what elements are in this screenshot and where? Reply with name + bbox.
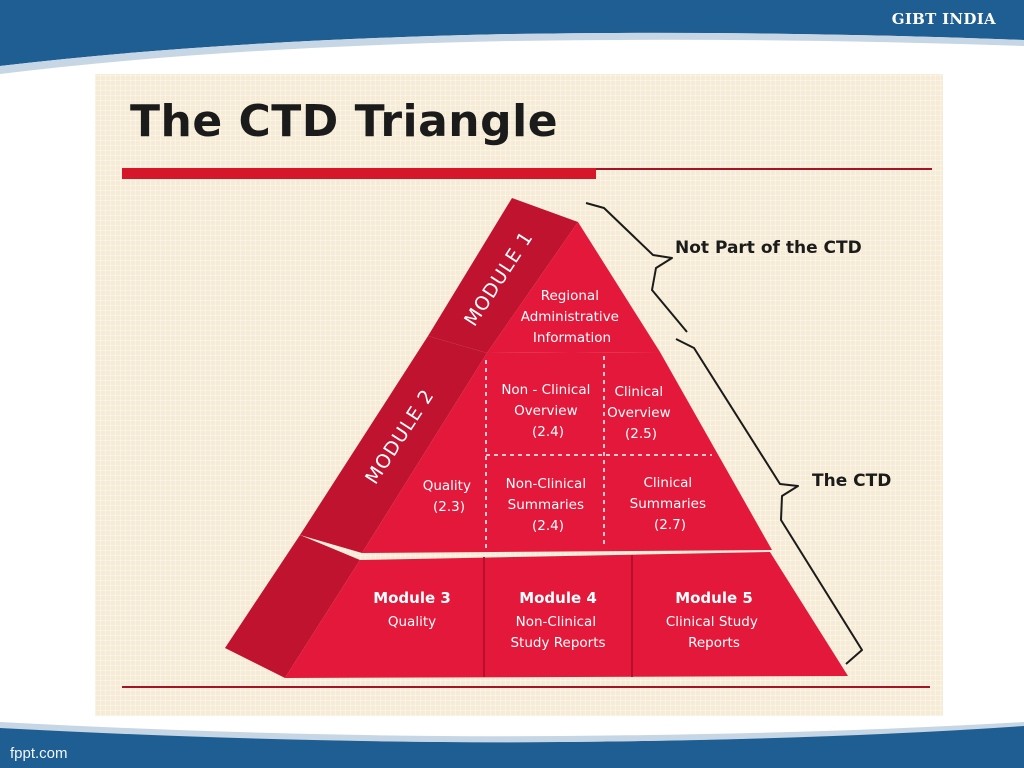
nonclinical-overview-label: Non - Clinical Overview (2.4) (501, 382, 594, 440)
module5-title: Module 5 (675, 589, 753, 607)
title-underline-thin (596, 168, 932, 170)
co-line: Overview (607, 405, 671, 421)
header-band (0, 0, 1024, 74)
quality-2-3-label: Quality (2.3) (423, 478, 476, 515)
module5-content: Clinical Study Reports (666, 614, 762, 651)
module3-line: Quality (388, 614, 436, 630)
middle-tier-face (362, 352, 772, 553)
co-line: (2.5) (625, 426, 657, 442)
top-tier-face (487, 222, 660, 353)
footer-band (0, 722, 1024, 768)
quality-line: Quality (423, 478, 471, 494)
module5-line: Clinical Study (666, 614, 758, 630)
module1-line: Administrative (521, 309, 619, 325)
module4-content: Non-Clinical Study Reports (510, 614, 605, 651)
nco-line: Non - Clinical (501, 382, 590, 398)
brace-the-ctd (675, 338, 863, 665)
cs-line: Summaries (630, 496, 706, 512)
slide-title: The CTD Triangle (130, 96, 559, 147)
nco-line: (2.4) (532, 424, 564, 440)
module1-content: Regional Administrative Information (521, 288, 624, 346)
footer-site-label: fppt.com (10, 745, 68, 762)
module1-side-face (428, 198, 578, 353)
clinical-overview-label: Clinical Overview (2.5) (607, 384, 675, 442)
module4-title: Module 4 (519, 589, 597, 607)
module4-line: Non-Clinical (516, 614, 596, 630)
module3-side-face (225, 535, 360, 678)
brand-label: GIBT INDIA (891, 10, 996, 28)
bottom-rule (122, 686, 930, 688)
module2-side-face (300, 336, 487, 553)
the-ctd-annotation: The CTD (812, 471, 891, 491)
module4-line: Study Reports (510, 635, 605, 651)
nonclinical-summaries-label: Non-Clinical Summaries (2.4) (506, 476, 591, 534)
cs-line: Clinical (644, 475, 693, 491)
ncs-line: Summaries (508, 497, 584, 513)
clinical-summaries-label: Clinical Summaries (2.7) (630, 475, 711, 533)
nco-line: Overview (514, 403, 578, 419)
module1-line: Regional (541, 288, 599, 304)
quality-line: (2.3) (433, 499, 465, 515)
module3-title: Module 3 (373, 589, 451, 607)
cs-line: (2.7) (654, 517, 686, 533)
bottom-tier-face (285, 552, 848, 678)
co-line: Clinical (615, 384, 664, 400)
module5-line: Reports (688, 635, 740, 651)
ncs-line: Non-Clinical (506, 476, 586, 492)
module1-line: Information (533, 330, 611, 346)
brace-not-part (585, 202, 688, 333)
not-part-of-ctd-annotation: Not Part of the CTD (675, 238, 862, 258)
title-underline (122, 168, 596, 179)
ncs-line: (2.4) (532, 518, 564, 534)
